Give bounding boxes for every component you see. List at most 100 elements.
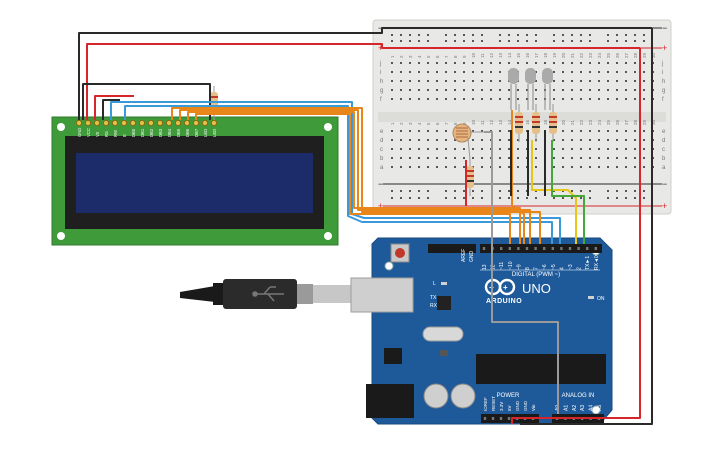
- rail-hole[interactable]: [607, 197, 609, 199]
- breadboard-hole[interactable]: [571, 139, 573, 141]
- breadboard-hole[interactable]: [454, 62, 456, 64]
- rail-hole[interactable]: [562, 34, 564, 36]
- lcd-pin[interactable]: [156, 119, 164, 127]
- rail-hole[interactable]: [499, 197, 501, 199]
- rail-hole[interactable]: [472, 197, 474, 199]
- breadboard-hole[interactable]: [427, 80, 429, 82]
- lcd-pin[interactable]: [111, 119, 119, 127]
- breadboard-hole[interactable]: [607, 157, 609, 159]
- breadboard-hole[interactable]: [571, 98, 573, 100]
- breadboard-hole[interactable]: [391, 148, 393, 150]
- breadboard-hole[interactable]: [517, 148, 519, 150]
- breadboard-hole[interactable]: [400, 139, 402, 141]
- breadboard-hole[interactable]: [481, 89, 483, 91]
- breadboard-hole[interactable]: [472, 62, 474, 64]
- breadboard-hole[interactable]: [526, 62, 528, 64]
- breadboard-hole[interactable]: [409, 89, 411, 91]
- rail-hole[interactable]: [607, 34, 609, 36]
- lcd-pin[interactable]: [165, 119, 173, 127]
- breadboard-hole[interactable]: [490, 89, 492, 91]
- rail-hole[interactable]: [643, 34, 645, 36]
- rail-hole[interactable]: [400, 34, 402, 36]
- breadboard-hole[interactable]: [580, 62, 582, 64]
- breadboard-hole[interactable]: [553, 62, 555, 64]
- breadboard-hole[interactable]: [427, 71, 429, 73]
- breadboard-hole[interactable]: [598, 98, 600, 100]
- breadboard-hole[interactable]: [562, 130, 564, 132]
- breadboard-hole[interactable]: [598, 157, 600, 159]
- rail-hole[interactable]: [409, 34, 411, 36]
- breadboard-hole[interactable]: [589, 71, 591, 73]
- rail-hole[interactable]: [517, 197, 519, 199]
- rail-hole[interactable]: [445, 190, 447, 192]
- breadboard-hole[interactable]: [580, 71, 582, 73]
- rail-hole[interactable]: [463, 34, 465, 36]
- breadboard-hole[interactable]: [616, 62, 618, 64]
- breadboard-hole[interactable]: [391, 62, 393, 64]
- rail-hole[interactable]: [481, 190, 483, 192]
- breadboard-hole[interactable]: [490, 71, 492, 73]
- usb-connector[interactable]: [350, 277, 414, 313]
- breadboard-hole[interactable]: [634, 98, 636, 100]
- lcd-pin[interactable]: [129, 119, 137, 127]
- breadboard-hole[interactable]: [625, 130, 627, 132]
- breadboard-hole[interactable]: [607, 139, 609, 141]
- rail-hole[interactable]: [445, 40, 447, 42]
- rail-hole[interactable]: [580, 34, 582, 36]
- breadboard-hole[interactable]: [409, 148, 411, 150]
- breadboard-hole[interactable]: [400, 89, 402, 91]
- breadboard-hole[interactable]: [625, 71, 627, 73]
- breadboard-hole[interactable]: [634, 71, 636, 73]
- breadboard-hole[interactable]: [562, 157, 564, 159]
- breadboard-hole[interactable]: [409, 80, 411, 82]
- rail-hole[interactable]: [616, 34, 618, 36]
- breadboard-hole[interactable]: [589, 62, 591, 64]
- breadboard-hole[interactable]: [643, 98, 645, 100]
- rail-hole[interactable]: [625, 190, 627, 192]
- rail-hole[interactable]: [508, 40, 510, 42]
- breadboard-hole[interactable]: [391, 89, 393, 91]
- breadboard-hole[interactable]: [607, 89, 609, 91]
- breadboard-hole[interactable]: [436, 89, 438, 91]
- breadboard-hole[interactable]: [517, 89, 519, 91]
- breadboard-hole[interactable]: [607, 166, 609, 168]
- rail-hole[interactable]: [472, 190, 474, 192]
- breadboard-hole[interactable]: [481, 166, 483, 168]
- breadboard-hole[interactable]: [454, 166, 456, 168]
- breadboard-hole[interactable]: [562, 89, 564, 91]
- breadboard-hole[interactable]: [427, 62, 429, 64]
- breadboard-hole[interactable]: [643, 157, 645, 159]
- breadboard-hole[interactable]: [418, 139, 420, 141]
- breadboard-hole[interactable]: [571, 80, 573, 82]
- breadboard-hole[interactable]: [517, 139, 519, 141]
- breadboard-hole[interactable]: [472, 80, 474, 82]
- breadboard-hole[interactable]: [481, 157, 483, 159]
- rail-hole[interactable]: [409, 190, 411, 192]
- breadboard-hole[interactable]: [400, 157, 402, 159]
- rail-hole[interactable]: [643, 190, 645, 192]
- breadboard-hole[interactable]: [409, 130, 411, 132]
- breadboard-hole[interactable]: [589, 139, 591, 141]
- rail-hole[interactable]: [400, 40, 402, 42]
- rail-hole[interactable]: [589, 40, 591, 42]
- breadboard-hole[interactable]: [589, 89, 591, 91]
- rail-hole[interactable]: [391, 34, 393, 36]
- digital-pin[interactable]: [534, 247, 537, 250]
- rail-hole[interactable]: [580, 40, 582, 42]
- lcd-pin[interactable]: [93, 119, 101, 127]
- breadboard-hole[interactable]: [616, 166, 618, 168]
- lcd-pin[interactable]: [210, 119, 218, 127]
- breadboard-hole[interactable]: [445, 71, 447, 73]
- breadboard-hole[interactable]: [499, 139, 501, 141]
- breadboard-hole[interactable]: [580, 130, 582, 132]
- breadboard-hole[interactable]: [508, 89, 510, 91]
- digital-pin[interactable]: [586, 247, 589, 250]
- breadboard-hole[interactable]: [463, 157, 465, 159]
- breadboard-hole[interactable]: [643, 71, 645, 73]
- breadboard-hole[interactable]: [607, 80, 609, 82]
- lcd-pin[interactable]: [102, 119, 110, 127]
- breadboard-hole[interactable]: [481, 62, 483, 64]
- rail-hole[interactable]: [427, 190, 429, 192]
- breadboard-hole[interactable]: [454, 139, 456, 141]
- breadboard-hole[interactable]: [418, 80, 420, 82]
